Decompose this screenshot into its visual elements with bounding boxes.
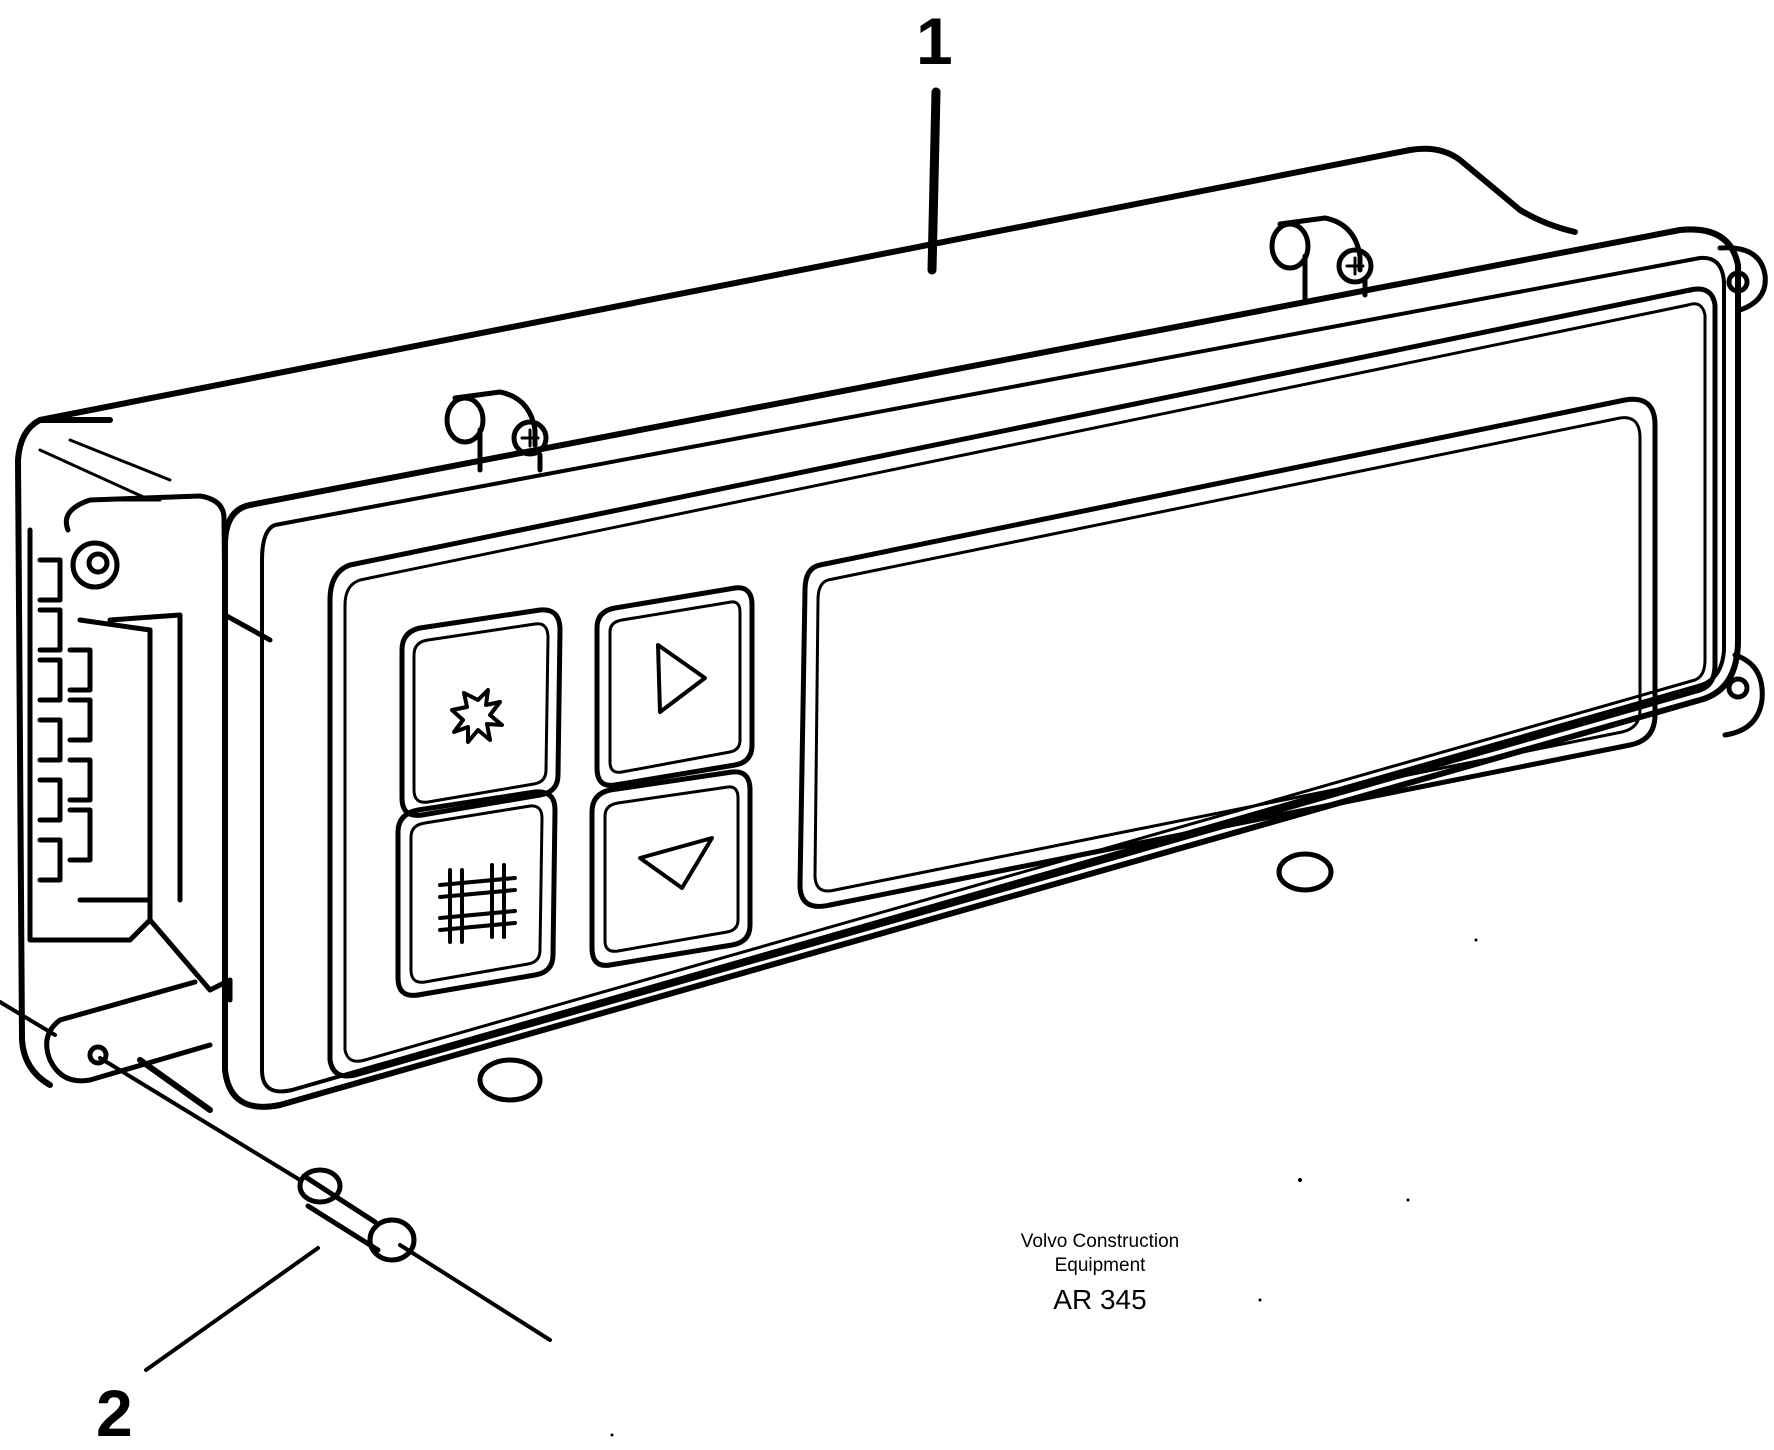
leader-line-2 [144, 1246, 320, 1372]
mounting-ear-right-bottom [1722, 652, 1765, 738]
pin [297, 1167, 417, 1263]
caption: Volvo Construction Equipment AR 345 [980, 1230, 1220, 1318]
pin-assembly [0, 1000, 552, 1342]
down-triangle-icon [638, 836, 714, 890]
mounting-stud-bottom [477, 851, 1334, 1103]
fan-button[interactable] [399, 607, 563, 818]
caption-line-2: Equipment [1054, 1255, 1146, 1276]
callout-1: 1 [916, 4, 953, 78]
defrost-button[interactable] [395, 789, 558, 998]
down-button[interactable] [589, 769, 753, 968]
mounting-stud-right [1269, 215, 1374, 303]
display-window [797, 396, 1658, 909]
bracket-upper [63, 493, 273, 643]
caption-line-1: Volvo Construction [1020, 1231, 1180, 1252]
leader-line-1 [927, 87, 941, 275]
next-button[interactable] [594, 585, 755, 788]
drawing-code: AR 345 [1053, 1284, 1147, 1315]
mounting-ear-right-top [1717, 245, 1768, 313]
bracket-lower [44, 917, 233, 1084]
right-triangle-icon [656, 643, 707, 714]
callout-2: 2 [96, 1376, 133, 1450]
face-panel [327, 286, 1718, 1079]
speckles [610, 938, 1478, 1437]
front-frame [222, 226, 1741, 1110]
fan-icon [450, 688, 504, 744]
connector-block [27, 527, 183, 943]
rear-defrost-icon [438, 863, 517, 944]
mounting-stud-left [444, 389, 549, 473]
